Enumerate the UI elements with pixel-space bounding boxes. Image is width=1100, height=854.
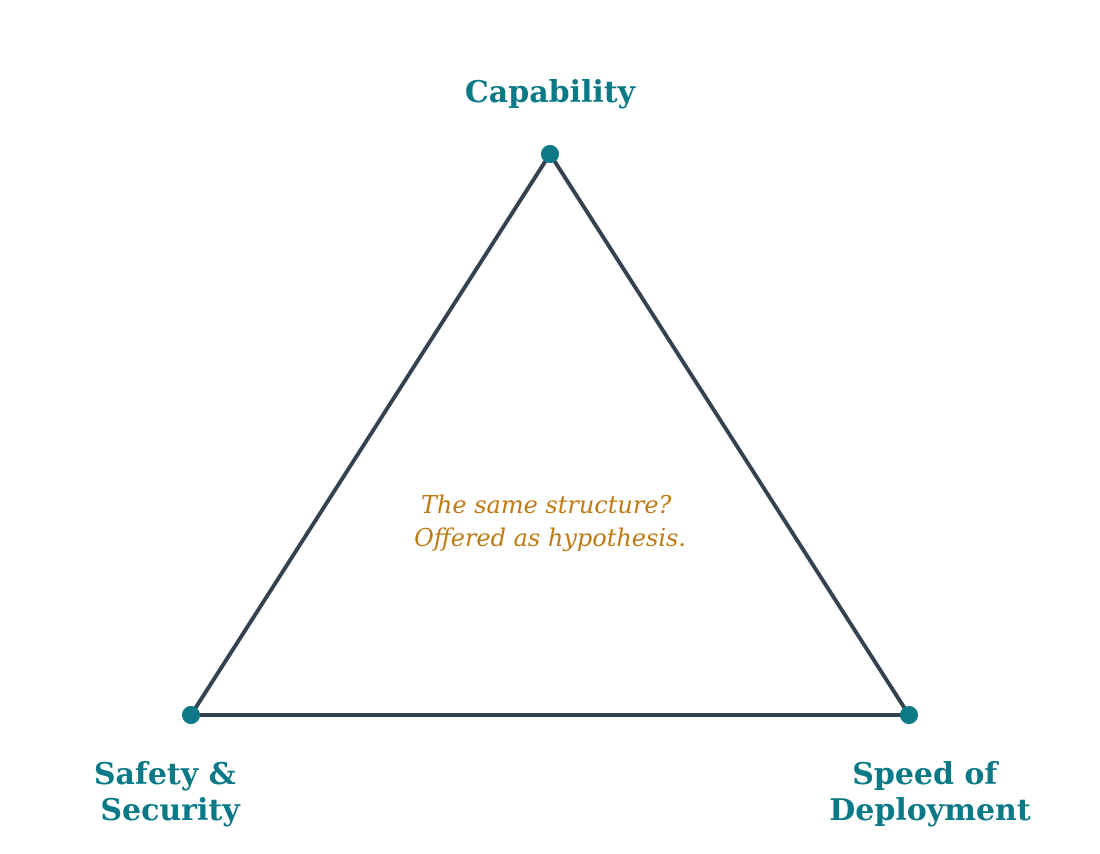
center-note-line-2: Offered as hypothesis. <box>414 524 686 552</box>
triangle-outline <box>189 152 911 717</box>
vertex-dot-safety-security <box>182 706 200 724</box>
vertex-label-speed-of-deployment-line-1: Speed of <box>852 757 999 792</box>
center-note-line-1: The same structure? <box>421 491 672 519</box>
vertex-label-safety-security: Safety & Security <box>94 757 246 828</box>
vertex-label-safety-security-line-1: Safety & <box>94 757 236 792</box>
center-note: The same structure? Offered as hypothesi… <box>414 491 686 552</box>
vertex-dot-capability <box>541 145 559 163</box>
vertex-dot-speed-of-deployment <box>900 706 918 724</box>
vertex-label-speed-of-deployment: Speed of Deployment <box>829 757 1031 828</box>
vertex-label-speed-of-deployment-line-2: Deployment <box>829 793 1031 828</box>
vertex-label-safety-security-line-2: Security <box>100 793 241 828</box>
vertex-label-capability: Capability <box>465 75 637 110</box>
